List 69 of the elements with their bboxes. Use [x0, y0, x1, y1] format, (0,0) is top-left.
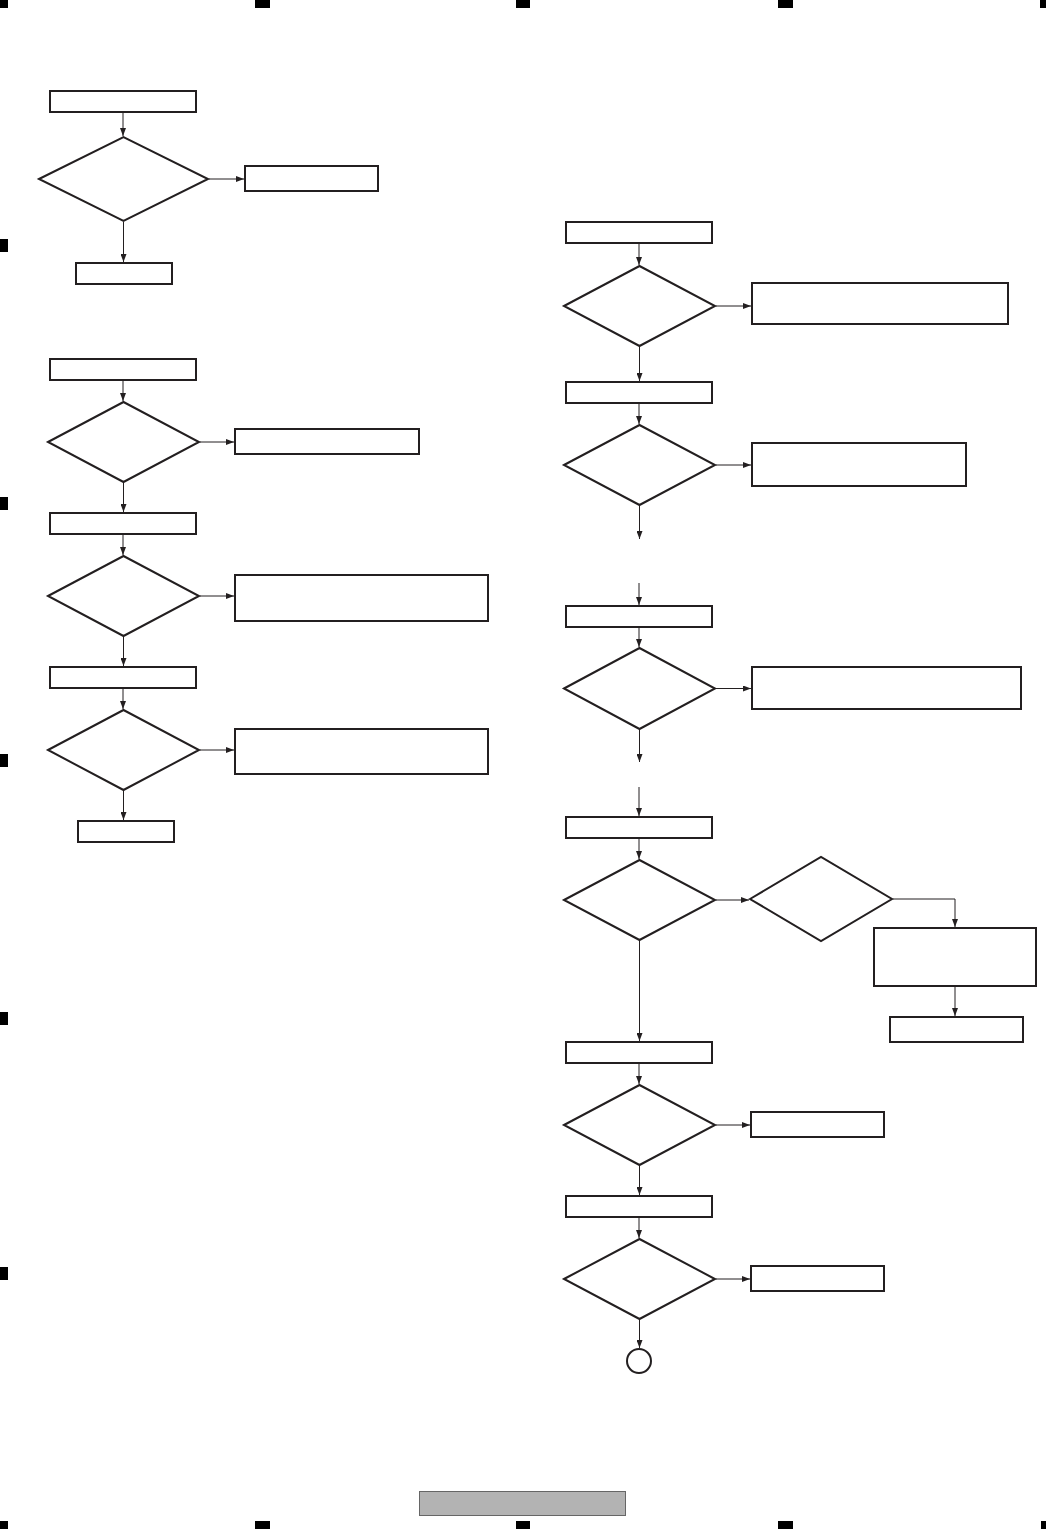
process-box: [751, 282, 1009, 325]
arrow: [636, 838, 642, 860]
arrow: [120, 636, 127, 667]
process-box: [49, 666, 197, 689]
process-box: [565, 381, 713, 404]
arrow: [120, 221, 127, 263]
process-box: [750, 1111, 885, 1138]
process-box: [565, 221, 713, 244]
arrow: [636, 582, 642, 606]
arrow: [636, 786, 642, 817]
arrow: [120, 482, 127, 513]
process-box: [565, 816, 713, 839]
process-box: [244, 165, 379, 192]
arrow: [120, 534, 126, 556]
arrow: [636, 627, 642, 648]
process-box: [751, 666, 1022, 710]
process-box: [49, 358, 197, 381]
connector-circle: [626, 1348, 652, 1374]
process-box: [77, 820, 175, 843]
decision-diamond: [563, 1238, 716, 1320]
arrow: [199, 439, 235, 445]
arrow: [636, 1165, 643, 1196]
process-box: [751, 442, 967, 487]
decision-diamond: [47, 709, 200, 791]
process-box: [234, 728, 489, 775]
process-box: [750, 1265, 885, 1292]
decision-diamond: [749, 856, 893, 942]
arrow: [715, 303, 752, 309]
process-box: [565, 605, 713, 628]
arrow: [636, 1217, 642, 1239]
arrow: [715, 897, 750, 903]
process-box: [873, 927, 1037, 987]
arrow: [120, 380, 126, 402]
decision-diamond: [563, 859, 716, 941]
decision-diamond: [38, 136, 209, 222]
arrow: [199, 593, 235, 599]
process-box: [75, 262, 173, 285]
process-box: [565, 1195, 713, 1218]
arrow: [120, 790, 127, 821]
arrow: [636, 1063, 642, 1085]
arrow: [199, 747, 235, 753]
decision-diamond: [563, 424, 716, 506]
decision-diamond: [563, 1084, 716, 1166]
arrow: [636, 505, 643, 540]
arrow: [636, 1319, 643, 1349]
decision-diamond: [47, 401, 200, 483]
arrow: [208, 176, 245, 182]
process-box: [565, 1041, 713, 1064]
arrow: [952, 986, 958, 1017]
decision-diamond: [563, 265, 716, 347]
arrow: [715, 1122, 751, 1128]
arrow: [892, 898, 958, 928]
arrow: [636, 403, 642, 425]
arrow: [120, 688, 126, 710]
arrow: [120, 112, 126, 137]
decision-diamond: [47, 555, 200, 637]
arrow: [715, 462, 752, 468]
arrow: [636, 940, 643, 1042]
process-box: [889, 1016, 1024, 1043]
process-box: [49, 512, 197, 535]
arrow: [636, 243, 642, 266]
arrow: [715, 685, 752, 692]
arrow: [636, 729, 643, 763]
process-box: [49, 90, 197, 113]
arrow: [636, 346, 643, 382]
process-box: [234, 428, 420, 455]
decision-diamond: [563, 647, 716, 730]
arrow: [715, 1276, 751, 1282]
process-box: [234, 574, 489, 622]
